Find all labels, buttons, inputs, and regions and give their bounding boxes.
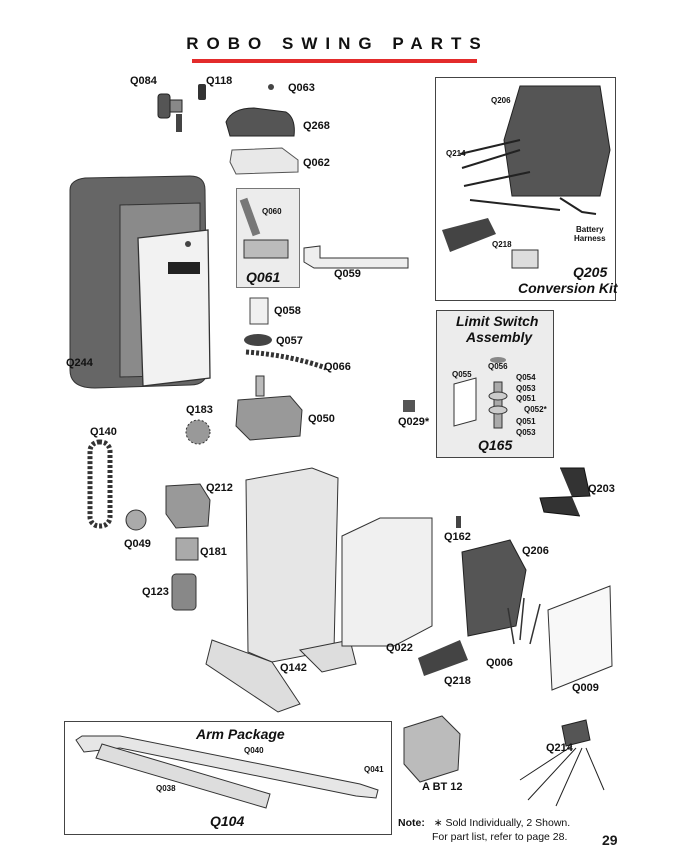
note-line2: For part list, refer to page 28. (432, 831, 568, 843)
part-label-q214: Q214 (546, 742, 573, 754)
kit-battery-line1: Battery (576, 225, 604, 234)
part-label-q061: Q061 (246, 269, 281, 285)
part-label-q181: Q181 (200, 546, 227, 558)
gearbox-q050-drawing (235, 375, 303, 441)
conversion-kit-drawing (442, 85, 611, 269)
sprocket-q049-drawing (125, 509, 147, 531)
conversion-kit-box (435, 77, 616, 301)
spacer-q058-drawing (249, 297, 269, 325)
ls-label-q051a: Q051 (516, 394, 536, 403)
limit-switch-title-2: Assembly (466, 329, 533, 345)
harness-q214-drawing (519, 719, 605, 807)
note-line1: ∗ Sold Individually, 2 Shown. (433, 817, 571, 829)
part-label-q060: Q060 (262, 207, 282, 216)
fuse-q162-drawing (456, 516, 461, 528)
ls-label-q052: Q052* (524, 405, 547, 414)
coupler-q181-drawing (175, 537, 199, 561)
chain-q066-drawing (245, 349, 327, 371)
cabinet-drawing (69, 175, 211, 389)
ls-label-q054: Q054 (516, 373, 536, 382)
gear-q212-drawing (165, 483, 211, 529)
part-label-q084: Q084 (130, 75, 157, 87)
note-label: Note: (398, 817, 425, 829)
sprocket-q057-drawing (244, 334, 272, 346)
part-label-q006: Q006 (486, 657, 513, 669)
cover-q268-drawing (225, 107, 295, 137)
harness-q203-drawing (539, 467, 591, 517)
page-title: ROBO SWING PARTS (186, 34, 489, 53)
kit-label-q218: Q218 (492, 240, 512, 249)
lock-drawing (157, 84, 206, 132)
part-label-q206: Q206 (522, 545, 549, 557)
part-label-q203: Q203 (588, 483, 615, 495)
footnote: Note: ∗ Sold Individually, 2 Shown. For … (398, 816, 570, 844)
kit-title: Conversion Kit (518, 280, 618, 296)
part-label-q183: Q183 (186, 404, 213, 416)
screw-q063-drawing (268, 84, 274, 90)
part-label-q041: Q041 (364, 765, 384, 774)
part-label-q059: Q059 (334, 268, 361, 280)
part-label-q212: Q212 (206, 482, 233, 494)
connector-q218-drawing (418, 640, 468, 676)
cover-q009-drawing (547, 585, 613, 691)
part-label-q038: Q038 (156, 784, 176, 793)
part-label-q118: Q118 (206, 75, 233, 87)
kit-label-q205: Q205 (573, 264, 608, 280)
part-label-q244: Q244 (66, 357, 93, 369)
bracket-q062-drawing (229, 147, 299, 175)
ls-label-q053a: Q053 (516, 384, 536, 393)
part-label-q062: Q062 (303, 157, 330, 169)
part-label-q009: Q009 (572, 682, 599, 694)
sprocket-q183-drawing (185, 419, 211, 445)
stand-q142-drawing (205, 467, 357, 713)
part-label-q140: Q140 (90, 426, 117, 438)
arm-q059-drawing (303, 245, 409, 269)
kit-label-q214: Q214 (446, 149, 466, 158)
arm-package-drawing (75, 735, 379, 809)
battery-drawing (403, 715, 461, 783)
part-label-q268: Q268 (303, 120, 330, 132)
ls-label-q055: Q055 (452, 370, 472, 379)
part-q029-drawing (403, 400, 415, 412)
part-label-q218: Q218 (444, 675, 471, 687)
part-label-q104: Q104 (210, 813, 245, 829)
ls-label-q051b: Q051 (516, 417, 536, 426)
part-label-q066: Q066 (324, 361, 351, 373)
part-label-q058: Q058 (274, 305, 301, 317)
part-label-q040: Q040 (244, 746, 264, 755)
kit-label-q206: Q206 (491, 96, 511, 105)
part-label-abt12: A BT 12 (422, 781, 463, 793)
part-label-q029: Q029* (398, 416, 430, 428)
part-label-q123: Q123 (142, 586, 169, 598)
ls-label-q165: Q165 (478, 437, 513, 453)
arm-package-box (64, 721, 392, 835)
standoffs-q006-drawing (507, 597, 541, 645)
release-q061-drawing (243, 239, 289, 259)
motor-q123-drawing (171, 573, 197, 611)
limit-switch-drawing (453, 357, 508, 429)
part-label-q162: Q162 (444, 531, 471, 543)
chain-q140-drawing (87, 439, 113, 529)
part-label-q049: Q049 (124, 538, 151, 550)
box-q022-drawing (341, 517, 433, 647)
part-label-q022: Q022 (386, 642, 413, 654)
page-number: 29 (602, 832, 618, 848)
arm-package-title: Arm Package (196, 726, 285, 742)
lever-q060-drawing (239, 197, 261, 237)
title-underline (192, 59, 477, 63)
part-label-q050: Q050 (308, 413, 335, 425)
kit-battery-line2: Harness (574, 234, 606, 243)
ls-label-q053b: Q053 (516, 428, 536, 437)
ls-label-q056: Q056 (488, 362, 508, 371)
part-label-q057: Q057 (276, 335, 303, 347)
limit-switch-title-1: Limit Switch (456, 313, 539, 329)
part-label-q142: Q142 (280, 662, 307, 674)
part-label-q063: Q063 (288, 82, 315, 94)
board-q206-drawing (461, 539, 527, 637)
